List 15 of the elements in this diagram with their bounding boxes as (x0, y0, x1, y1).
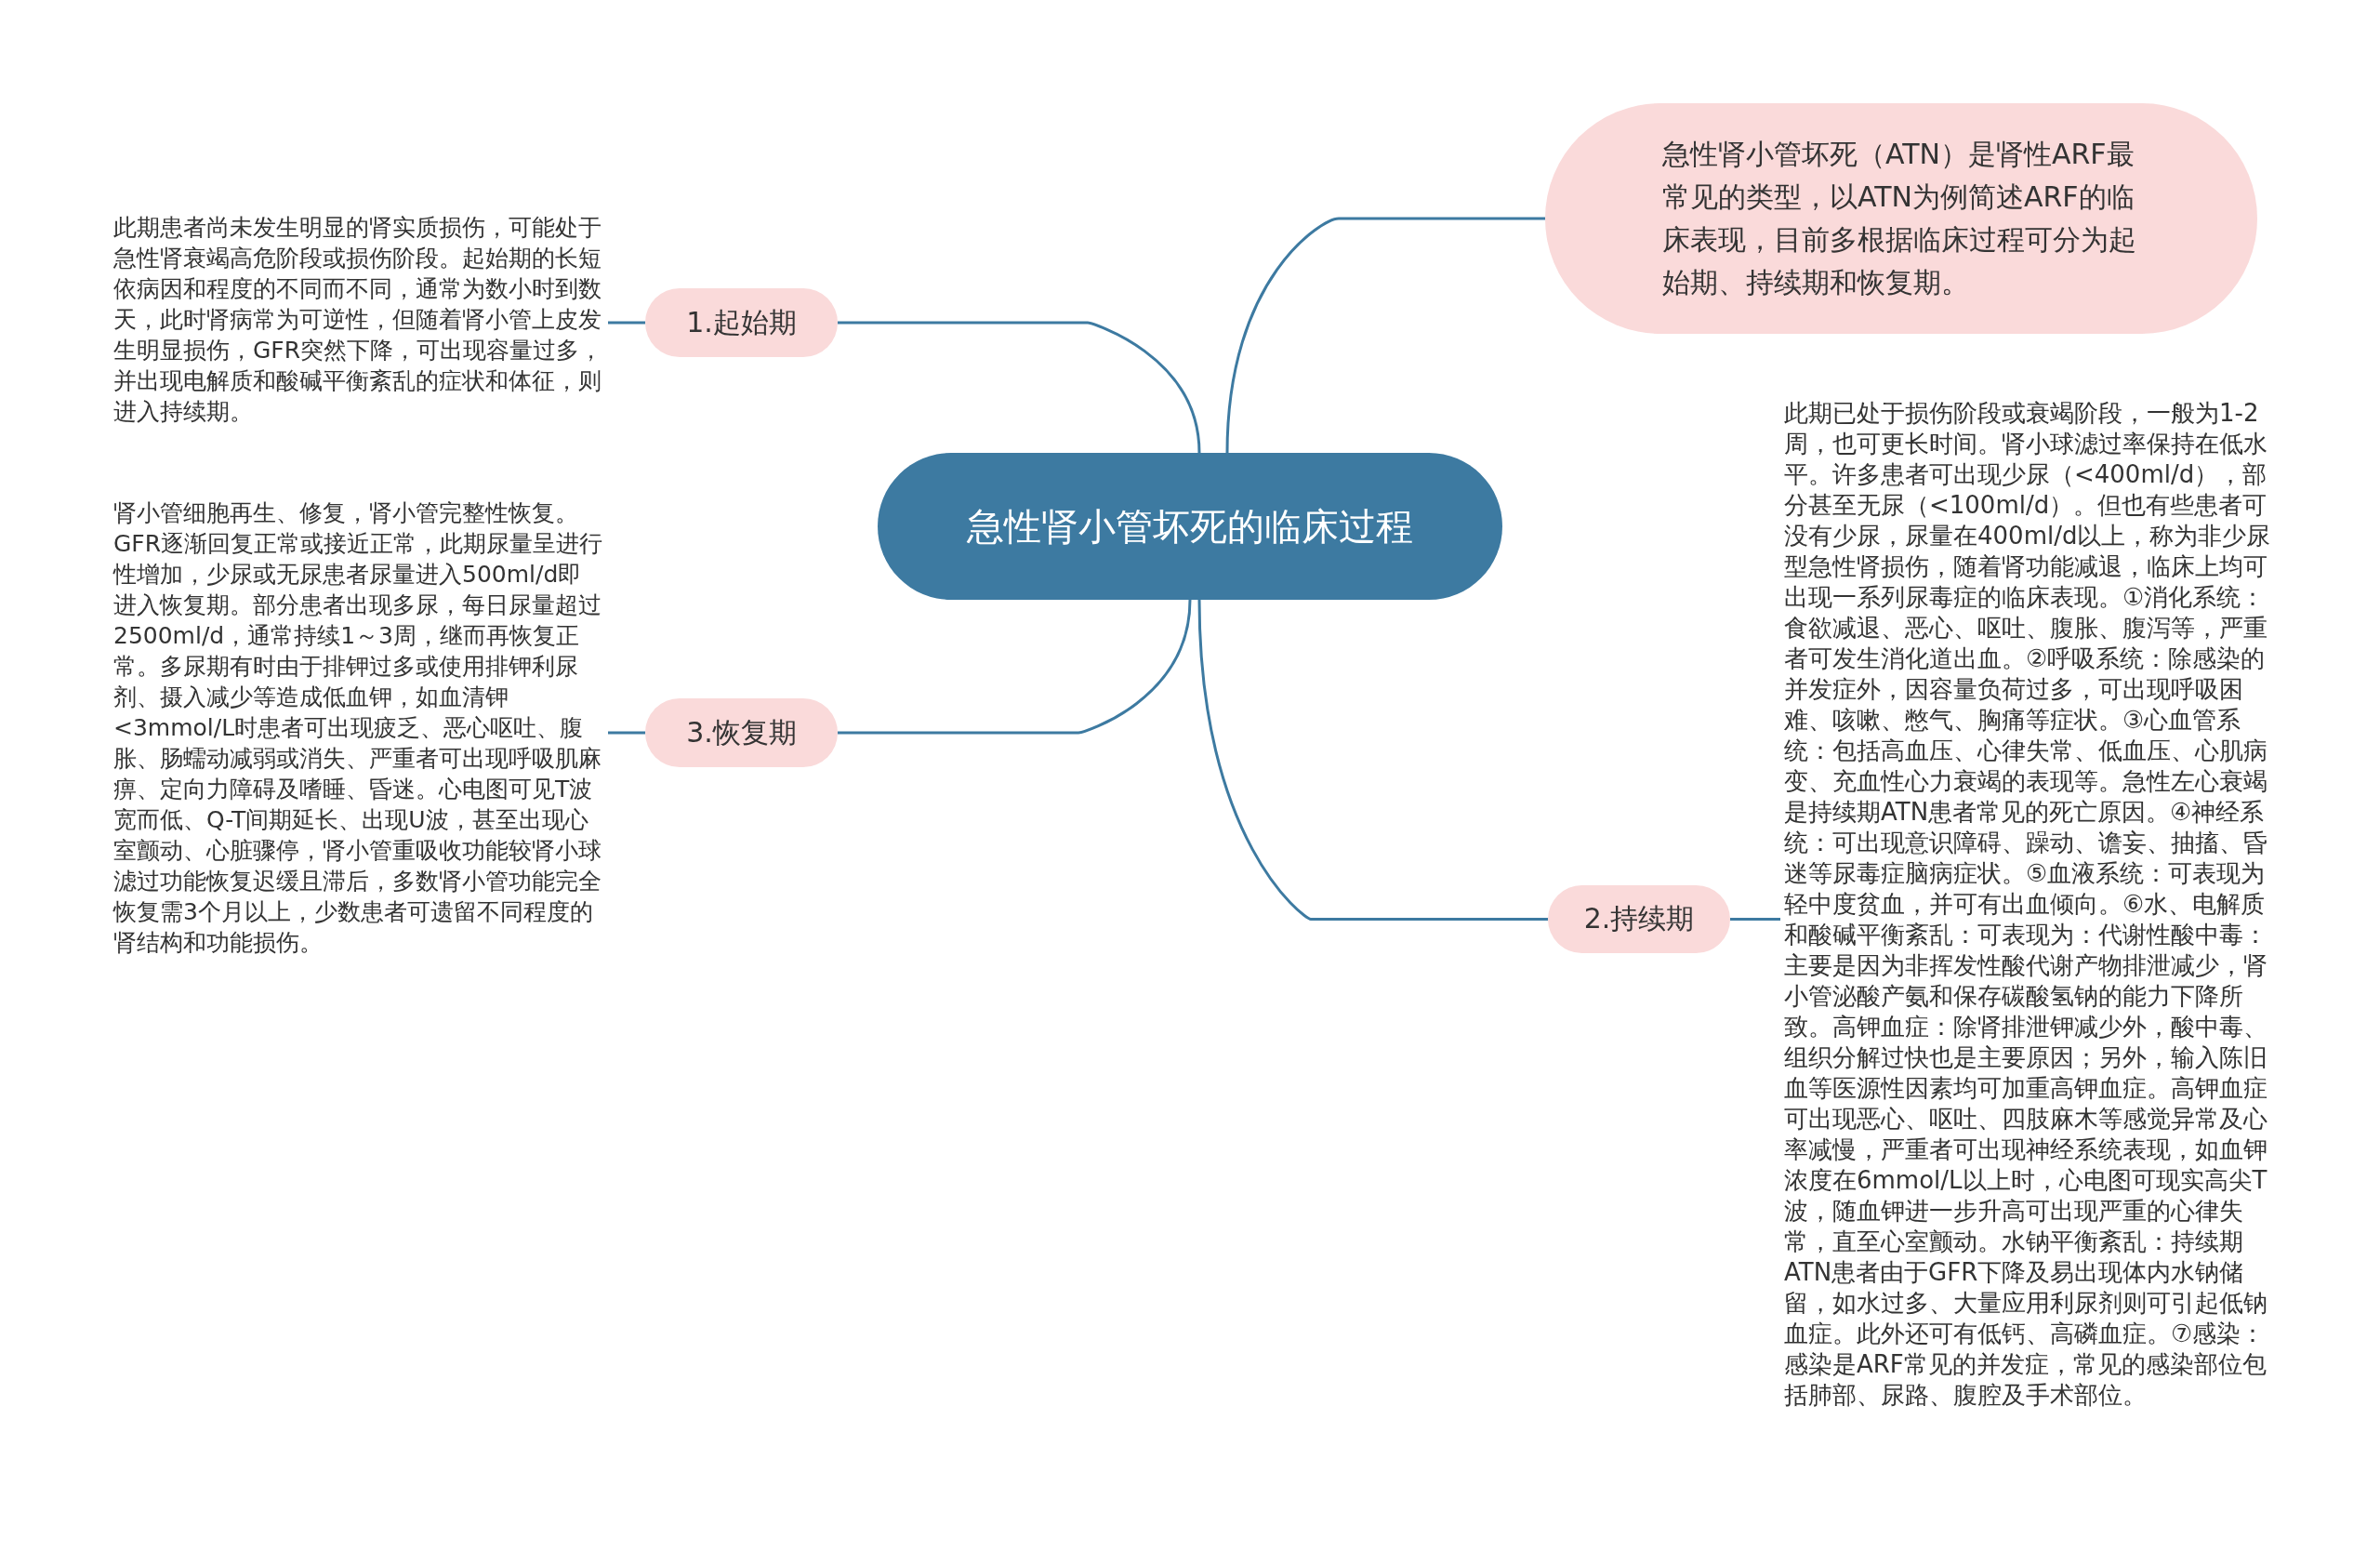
description-text: 此期已处于损伤阶段或衰竭阶段，一般为1-2周，也可更长时间。肾小球滤过率保持在低水平。许多患者可出现少尿（<400ml/d），部分甚至无尿（<100ml/d）。但也有些患者可没有少尿，尿量在400ml/d以上，称为非少尿型急性肾损伤，随着肾功能减退，临床上均可出现一系列尿毒症的临床表现。①消化系统：食欲减退、恶心、呕吐、腹胀、腹泻等，严重者可发生消化道出血。②呼吸系统：除感染的并发症外，因容量负荷过多，可出现呼吸困难、咳嗽、憋气、胸痛等症状。③心血管系统：包括高血压、心律失常、低血压、心肌病变、充血性心力衰竭的表现等。急性左心衰竭是持续期ATN患者常见的死亡原因。④神经系统：可出现意识障碍、躁动、谵妄、抽搐、昏迷等尿毒症脑病症状。⑤血液系统：可表现为轻中度贫血，并可有出血倾向。⑥水、电解质和酸碱平衡紊乱：可表现为：代谢性酸中毒：主要是因为非挥发性酸代谢产物排泄减少，肾小管泌酸产氨和保存碳酸氢钠的能力下降所致。高钾血症：除肾排泄钾减少外，酸中毒、组织分解过快也是主要原因；另外，输入陈旧血等医源性因素均可加重高钾血症。高钾血症可出现恶心、呕吐、四肢麻木等感觉异常及心率减慢，严重者可出现神经系统表现，如血钾浓度在6mmol/L以上时，心电图可现实高尖T波，随血钾进一步升高可出现严重的心律失常，直至心室颤动。水钠平衡紊乱：持续期ATN患者由于GFR下降及易出现体内水钠储留，如水过多、大量应用利尿剂则可引起低钠血症。此外还可有低钙、高磷血症。⑦感染：感染是ARF常见的并发症，常见的感染部位包括肺部、尿路、腹腔及手术部位。 (1780, 398, 2278, 1411)
description-text: 肾小管细胞再生、修复，肾小管完整性恢复。GFR逐渐回复正常或接近正常，此期尿量呈进行性增加，少尿或无尿患者尿量进入500ml/d即进入恢复期。部分患者出现多尿，每日尿量超过2500ml/d，通常持续1～3周，继而再恢复正常。多尿期有时由于排钾过多或使用排钾利尿剂、摄入减少等造成低血钾，如血清钾<3mmol/L时患者可出现疲乏、恶心呕吐、腹胀、肠蠕动减弱或消失、严重者可出现呼吸肌麻痹、定向力障碍及嗜睡、昏迷。心电图可见T波宽而低、Q-T间期延长、出现U波，甚至出现心室颤动、心脏骤停，肾小管重吸收功能较肾小球滤过功能恢复迟缓且滞后，多数肾小管功能完全恢复需3个月以上，少数患者可遗留不同程度的肾结构和功能损伤。 (110, 497, 608, 958)
connector-line (1225, 217, 1545, 454)
summary-bubble: 急性肾小管坏死（ATN）是肾性ARF最常见的类型，以ATN为例简述ARF的临床表现，目前多根据临床过程可分为起始期、持续期和恢复期。 (1545, 103, 2257, 334)
connector-line (838, 321, 1201, 454)
connector-line (608, 321, 645, 325)
description-text: 此期患者尚未发生明显的肾实质损伤，可能处于急性肾衰竭高危阶段或损伤阶段。起始期的长短依病因和程度的不同而不同，通常为数小时到数天，此时肾病常为可逆性，但随着肾小管上皮发生明显损伤，GFR突然下降，可出现容量过多，并出现电解质和酸碱平衡紊乱的症状和体征，则进入持续期。 (110, 212, 608, 427)
connector-line (608, 731, 645, 735)
connector-line (838, 599, 1192, 735)
central-topic: 急性肾小管坏死的临床过程 (878, 453, 1502, 600)
connector-line (1730, 918, 1780, 921)
connector-line (1197, 599, 1548, 921)
stage-topic: 1.起始期 (645, 288, 838, 357)
stage-topic: 2.持续期 (1548, 885, 1730, 953)
stage-topic: 3.恢复期 (645, 698, 838, 767)
